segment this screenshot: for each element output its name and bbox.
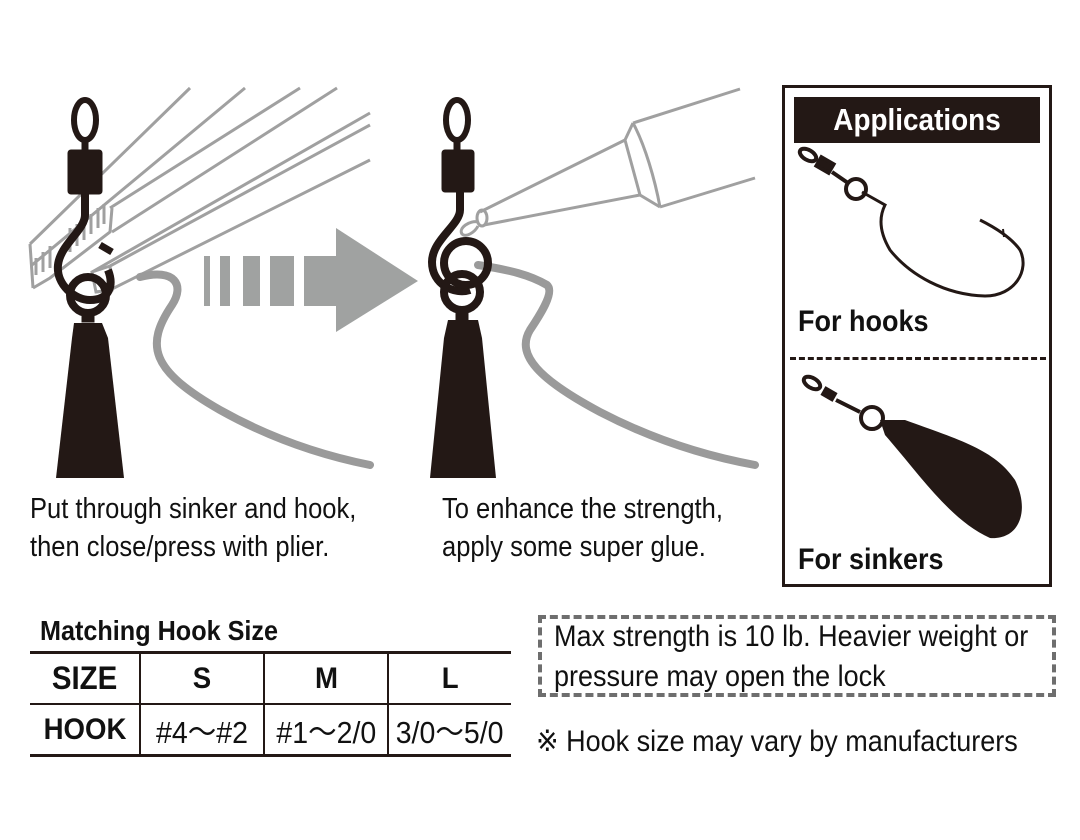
applications-title: Applications	[794, 97, 1040, 143]
size-s: S	[139, 651, 265, 705]
row-header-hook: HOOK	[30, 703, 141, 757]
for-hooks-label: For hooks	[798, 305, 929, 338]
size-m: M	[263, 651, 389, 705]
hook-s: #4～#2	[139, 703, 265, 757]
applications-panel	[782, 85, 1052, 587]
hook-l: 3/0～5/0	[387, 703, 511, 757]
warning-box	[538, 615, 1056, 697]
step1-caption: Put through sinker and hook, then close/…	[30, 490, 356, 566]
warning-line1: Max strength is 10 lb. Heavier weight or	[554, 620, 1029, 653]
warning-line2: pressure may open the lock	[554, 660, 886, 693]
hook-icon	[797, 146, 1025, 298]
for-sinkers-label: For sinkers	[798, 543, 944, 576]
glue-tube-icon	[459, 87, 756, 237]
line-icon	[474, 261, 759, 469]
sinker-app-icon	[801, 374, 1022, 539]
hook-m: #1～2/0	[263, 703, 389, 757]
sinker-icon	[430, 320, 496, 478]
swivel-hook-icon	[53, 97, 115, 323]
step1-caption-line1: Put through sinker and hook,	[30, 493, 357, 525]
table-row: HOOK #4～#2 #1～2/0 3/0～5/0	[30, 703, 511, 757]
size-l: L	[387, 651, 511, 705]
table-title: Matching Hook Size	[40, 615, 279, 646]
step2-caption-line1: To enhance the strength,	[442, 493, 723, 525]
sinker-icon	[56, 323, 124, 478]
table-row: SIZE S M L	[30, 651, 511, 705]
step2-caption: To enhance the strength, apply some supe…	[442, 490, 723, 566]
step2-caption-line2: apply some super glue.	[442, 531, 706, 563]
warning-text: Max strength is 10 lb. Heavier weight or…	[554, 617, 1028, 697]
arrow-right-icon	[204, 228, 418, 332]
plier-icon	[28, 86, 371, 294]
line-icon	[136, 270, 374, 469]
applications-title-text: Applications	[833, 102, 1001, 137]
hook-size-table: SIZE S M L HOOK #4～#2 #1～2/0 3/0～5/0	[30, 651, 511, 757]
applications-divider	[790, 357, 1046, 360]
step1-caption-line2: then close/press with plier.	[30, 531, 330, 563]
hook-size-note: ※ Hook size may vary by manufacturers	[536, 725, 1018, 758]
swivel-hook-icon	[427, 97, 492, 321]
row-header-size: SIZE	[30, 651, 141, 705]
